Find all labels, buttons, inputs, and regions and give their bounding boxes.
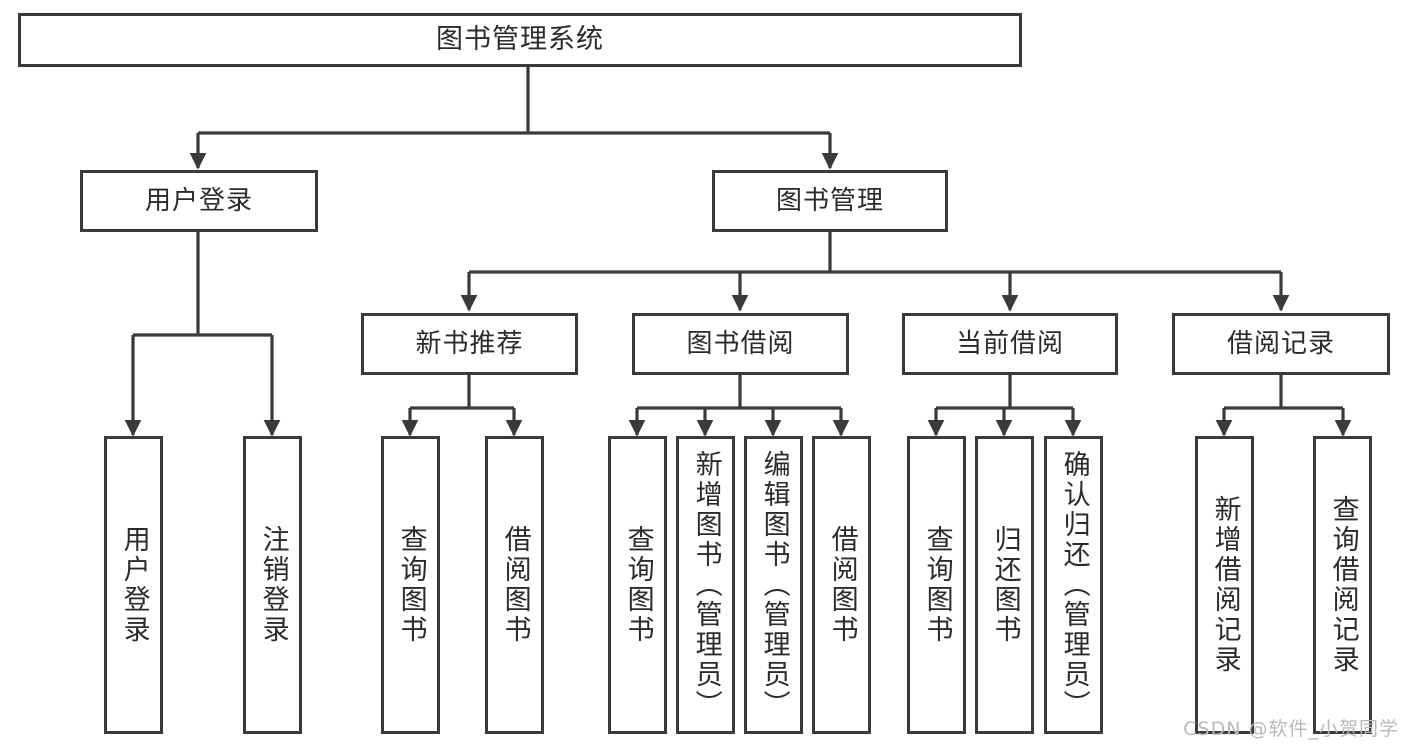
leaf-user-login-logout[interactable]: 注销登录 bbox=[243, 436, 302, 734]
leaf-current-borrow-query-book[interactable]: 查询图书 bbox=[907, 436, 966, 734]
leaf-borrow-record-add-record[interactable]: 新增借阅记录 bbox=[1195, 436, 1254, 734]
leaf-new-book-query-book[interactable]: 查询图书 bbox=[381, 436, 440, 734]
node-root-book-management-system[interactable]: 图书管理系统 bbox=[18, 13, 1022, 67]
leaf-book-borrow-borrow-book[interactable]: 借阅图书 bbox=[812, 436, 871, 734]
node-user-login[interactable]: 用户登录 bbox=[80, 170, 318, 232]
leaf-new-book-borrow-book[interactable]: 借阅图书 bbox=[485, 436, 544, 734]
node-book-management[interactable]: 图书管理 bbox=[712, 170, 948, 232]
leaf-user-login-login[interactable]: 用户登录 bbox=[104, 436, 163, 734]
node-borrow-record[interactable]: 借阅记录 bbox=[1172, 313, 1390, 375]
node-current-borrow[interactable]: 当前借阅 bbox=[902, 313, 1118, 375]
leaf-book-borrow-edit-book-admin[interactable]: 编辑图书（管理员） bbox=[744, 436, 803, 734]
leaf-book-borrow-add-book-admin[interactable]: 新增图书（管理员） bbox=[676, 436, 735, 734]
node-new-book-recommend[interactable]: 新书推荐 bbox=[361, 313, 578, 375]
csdn-watermark: CSDN @软件_小贺同学 bbox=[1183, 718, 1399, 740]
leaf-current-borrow-return-book[interactable]: 归还图书 bbox=[975, 436, 1034, 734]
leaf-current-borrow-confirm-return-admin[interactable]: 确认归还（管理员） bbox=[1044, 436, 1103, 734]
leaf-book-borrow-query-book[interactable]: 查询图书 bbox=[608, 436, 667, 734]
node-book-borrow[interactable]: 图书借阅 bbox=[632, 313, 849, 375]
leaf-borrow-record-query-record[interactable]: 查询借阅记录 bbox=[1313, 436, 1372, 734]
